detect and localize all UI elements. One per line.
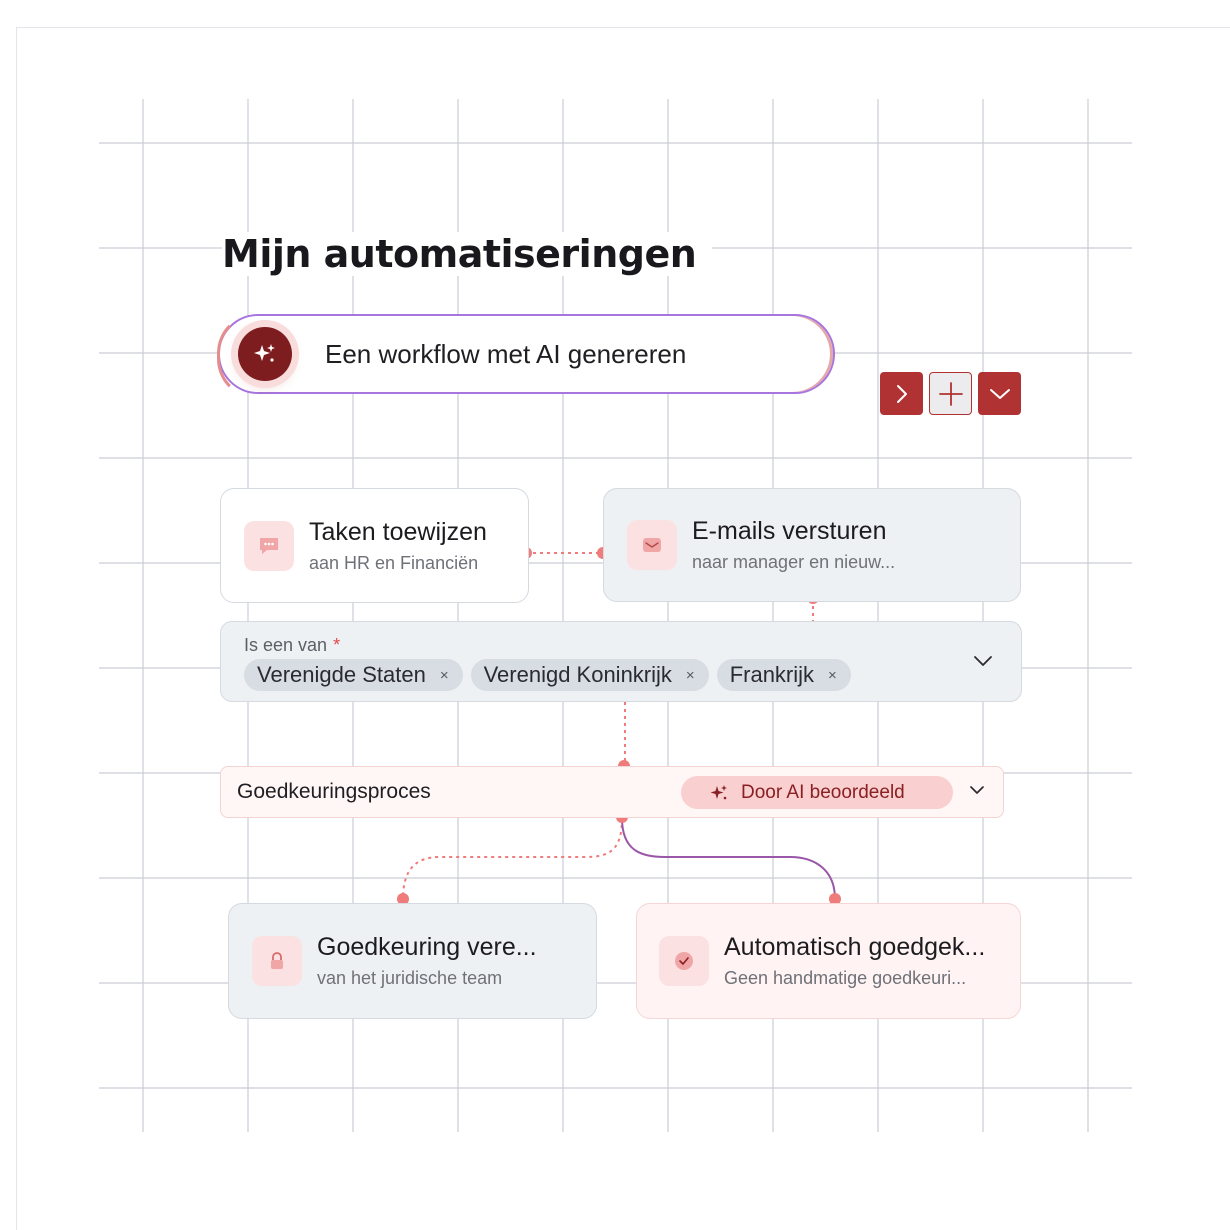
chevron-down-icon: [989, 388, 1010, 399]
ai-generate-button[interactable]: [238, 327, 292, 381]
frame-top-border: [16, 27, 1230, 28]
ai-input-placeholder: Een workflow met AI genereren: [325, 338, 687, 369]
required-mark: *: [333, 635, 341, 655]
chip-verenigd-koninkrijk: Verenigd Koninkrijk ×: [470, 659, 709, 691]
node-title: Automatisch goedgek...: [724, 933, 986, 961]
node-subtitle: naar manager en nieuw...: [692, 552, 896, 572]
condition-chips: Verenigde Staten × Verenigd Koninkrijk ×…: [244, 659, 851, 691]
node-title: Goedkeuring vere...: [317, 933, 537, 961]
ai-reviewed-badge: Door AI beoordeeld: [681, 776, 953, 809]
node-title: E-mails versturen: [692, 517, 887, 545]
ai-workflow-input[interactable]: Een workflow met AI genereren: [217, 313, 835, 399]
chip-remove-icon[interactable]: ×: [828, 666, 837, 684]
chip-remove-icon[interactable]: ×: [685, 666, 695, 684]
add-step-button[interactable]: [929, 372, 972, 415]
node-send-emails[interactable]: E-mails versturen naar manager en nieuw.…: [603, 488, 1021, 602]
node-icon-box: [244, 520, 294, 571]
next-button[interactable]: [880, 372, 923, 415]
chip-frankrijk: Frankrijk ×: [716, 659, 851, 691]
check-circle-icon: [675, 952, 693, 970]
node-subtitle: aan HR en Financiën: [309, 552, 479, 573]
node-icon-box: [627, 520, 677, 570]
frame-left-border: [16, 27, 17, 1230]
node-auto-approved[interactable]: Automatisch goedgek... Geen handmatige g…: [636, 903, 1021, 1019]
country-condition-select[interactable]: Is een van* Verenigde Staten × Verenigd …: [220, 621, 1022, 702]
envelope-icon: [643, 538, 661, 552]
page-title: Mijn automatiseringen: [222, 232, 713, 276]
expand-button[interactable]: [978, 372, 1021, 415]
condition-label: Is een van*: [244, 635, 341, 655]
node-subtitle: van het juridische team: [317, 968, 503, 988]
node-title: Taken toewijzen: [309, 517, 487, 546]
sparkle-icon: [710, 784, 727, 799]
node-icon-box: [659, 936, 709, 986]
chip-remove-icon[interactable]: ×: [439, 666, 449, 684]
plus-icon: [938, 381, 963, 406]
node-approval-required[interactable]: Goedkeuring vere... van het juridische t…: [228, 903, 597, 1019]
chat-bubble-icon: [260, 537, 278, 554]
lock-icon: [271, 952, 283, 969]
chevron-down-icon[interactable]: [973, 654, 993, 668]
node-icon-box: [252, 936, 302, 986]
node-subtitle: Geen handmatige goedkeuri...: [724, 968, 967, 988]
approval-process-select[interactable]: Goedkeuringsproces Door AI beoordeeld: [220, 766, 1004, 818]
chevron-right-icon: [896, 384, 907, 403]
chevron-down-icon[interactable]: [969, 784, 985, 796]
chip-verenigde-staten: Verenigde Staten ×: [244, 659, 463, 691]
node-assign-tasks[interactable]: Taken toewijzen aan HR en Financiën: [220, 488, 529, 603]
approval-label: Goedkeuringsproces: [237, 780, 431, 803]
sparkle-icon: [254, 344, 275, 362]
